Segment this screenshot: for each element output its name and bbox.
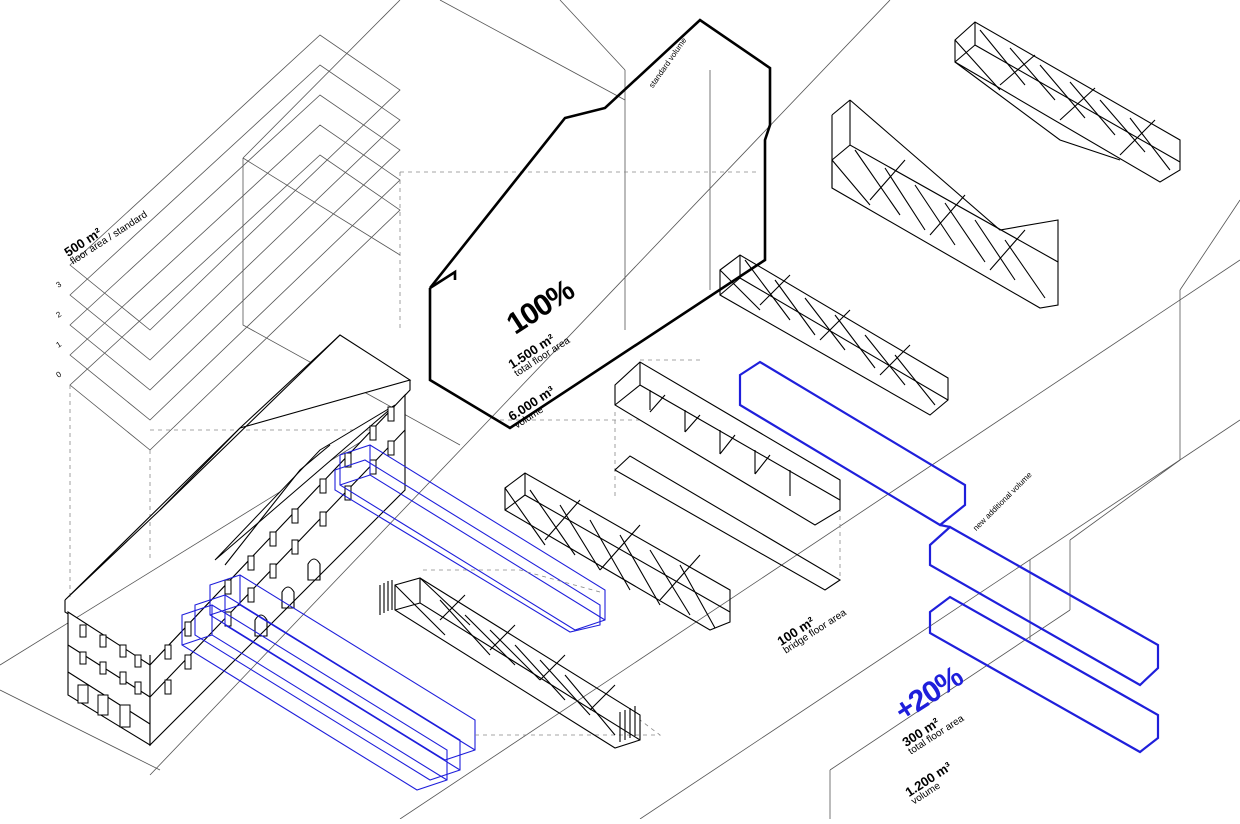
background-volume [242, 0, 760, 446]
floor-plates [69, 34, 401, 600]
truss-bridge-1 [379, 577, 641, 749]
box-frame [614, 361, 842, 591]
blue-extrusions [181, 444, 606, 791]
additional-volume-outlines [738, 360, 1160, 754]
truss-bridge-5 [954, 21, 1181, 183]
truss-bridge-4 [831, 99, 1059, 309]
truss-bridge-2 [504, 472, 731, 631]
standard-volume-outline [428, 18, 772, 430]
historic-building [64, 334, 412, 747]
projection-guides [420, 359, 841, 736]
truss-bridge-3 [719, 254, 949, 416]
